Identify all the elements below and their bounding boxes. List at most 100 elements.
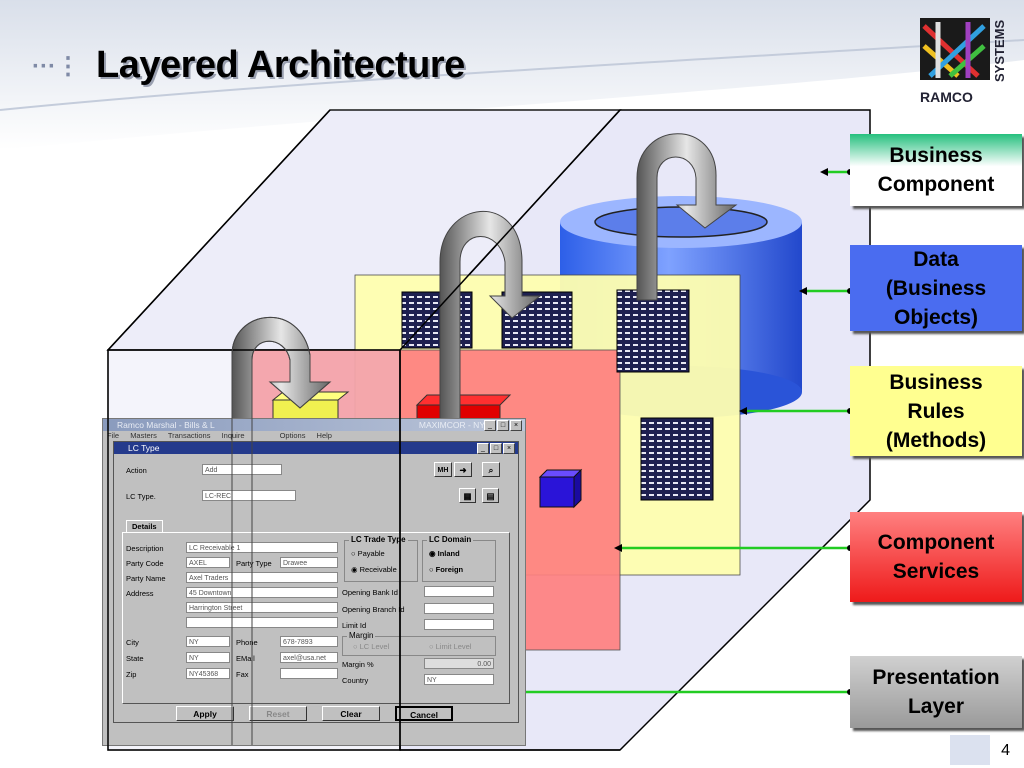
margin-title: Margin: [347, 631, 376, 640]
lc-domain-group: LC Domain ◉ Inland ○ Foreign: [422, 535, 496, 582]
margin-limit-level-label: Limit Level: [435, 642, 472, 651]
phone-label: Phone: [236, 638, 258, 647]
menu-transactions[interactable]: Transactions: [167, 431, 211, 440]
clear-button[interactable]: Clear: [322, 706, 380, 721]
logo-systems-text: SYSTEMS: [992, 20, 1007, 82]
margin-pct-field[interactable]: 0.00: [424, 658, 494, 669]
address-line3-field[interactable]: [186, 617, 338, 628]
label-data-line1: Data: [913, 247, 959, 271]
label-presentation-layer-line1: Presentation: [872, 666, 1000, 689]
dialog-minimize-icon[interactable]: _: [477, 443, 489, 454]
label-business-component: Business Component: [850, 134, 1022, 206]
label-presentation-layer: Presentation Layer: [850, 656, 1022, 728]
trade-type-title: LC Trade Type: [349, 535, 408, 544]
apply-button[interactable]: Apply: [176, 706, 234, 721]
label-data-business-objects: Data (Business Objects): [850, 245, 1022, 331]
trade-type-group: LC Trade Type ○ Payable ◉ Receivable: [344, 535, 418, 582]
label-business-component-line1: Business: [889, 144, 983, 167]
minimize-icon[interactable]: _: [484, 420, 496, 431]
go-icon[interactable]: ➜: [454, 462, 472, 477]
party-code-field[interactable]: AXEL: [186, 557, 230, 568]
tab-details[interactable]: Details: [126, 520, 163, 532]
domain-inland-label: Inland: [437, 549, 460, 558]
fax-label: Fax: [236, 670, 249, 679]
party-type-field[interactable]: Drawee: [280, 557, 338, 568]
lc-type-label: LC Type.: [126, 492, 156, 501]
grid-icon[interactable]: ▦: [459, 488, 476, 503]
label-business-rules-line1: Business: [889, 370, 983, 394]
label-component-services: Component Services: [850, 512, 1022, 602]
dialog-title: LC Type: [128, 443, 160, 453]
document-icon[interactable]: ▤: [482, 488, 499, 503]
menu-inquire[interactable]: Inquire: [221, 431, 245, 440]
dialog-maximize-icon[interactable]: □: [490, 443, 502, 454]
fax-field[interactable]: [280, 668, 338, 679]
label-presentation-layer-line2: Layer: [907, 695, 965, 718]
phone-field[interactable]: 678-7893: [280, 636, 338, 647]
lc-type-dialog: LC Type _ □ × Action Add MH ➜ ⌕ LC Type.…: [113, 441, 519, 723]
domain-inland-radio[interactable]: ◉ Inland: [429, 549, 460, 558]
app-window-screenshot: Ramco Marshal - Bills & L MAXIMCOR - NY …: [102, 418, 526, 746]
label-business-component-line2: Component: [877, 173, 995, 196]
zip-field[interactable]: NY45368: [186, 668, 230, 679]
title-bullet-icon: ···⋮: [32, 53, 80, 80]
limit-id-field[interactable]: [424, 619, 494, 630]
menu-options[interactable]: Options: [279, 431, 306, 440]
email-label: EMail: [236, 654, 255, 663]
country-label: Country: [342, 676, 369, 685]
menu-masters[interactable]: Masters: [130, 431, 157, 440]
margin-lc-level-label: LC Level: [359, 642, 390, 651]
ramco-systems-logo: RAMCO SYSTEMS: [920, 18, 1007, 105]
menu-bar: File Masters Transactions Inquire Option…: [103, 431, 525, 441]
domain-foreign-radio[interactable]: ○ Foreign: [429, 565, 464, 574]
party-type-label: Party Type: [236, 559, 272, 568]
margin-limit-level-radio[interactable]: ○ Limit Level: [429, 642, 472, 651]
label-business-rules: Business Rules (Methods): [850, 366, 1022, 456]
opening-branch-label: Opening Branch Id: [342, 605, 405, 614]
margin-lc-level-radio[interactable]: ○ LC Level: [353, 642, 390, 651]
mh-button[interactable]: MH: [434, 462, 452, 477]
party-name-field[interactable]: Axel Traders: [186, 572, 338, 583]
close-icon[interactable]: ×: [510, 420, 522, 431]
dialog-titlebar: LC Type _ □ ×: [114, 442, 518, 454]
action-field[interactable]: Add: [202, 464, 282, 475]
city-label: City: [126, 638, 139, 647]
main-window-title: Ramco Marshal - Bills & L: [117, 420, 215, 430]
state-label: State: [126, 654, 144, 663]
label-business-rules-line3: (Methods): [885, 428, 987, 452]
page-number: 4: [1001, 742, 1010, 759]
label-component-services-line2: Services: [892, 560, 980, 583]
main-window-titlebar: Ramco Marshal - Bills & L MAXIMCOR - NY …: [103, 419, 525, 431]
trade-type-payable-radio[interactable]: ○ Payable: [351, 549, 385, 558]
domain-foreign-label: Foreign: [435, 565, 464, 574]
logo-company-text: RAMCO: [920, 89, 973, 105]
maximize-icon[interactable]: □: [497, 420, 509, 431]
label-component-services-line1: Component: [877, 531, 995, 554]
city-field[interactable]: NY: [186, 636, 230, 647]
description-field[interactable]: LC Receivable 1: [186, 542, 338, 553]
address-line2-field[interactable]: Harrington Street: [186, 602, 338, 613]
menu-help[interactable]: Help: [316, 431, 332, 440]
state-field[interactable]: NY: [186, 652, 230, 663]
party-code-label: Party Code: [126, 559, 164, 568]
action-label: Action: [126, 466, 147, 475]
trade-type-receivable-radio[interactable]: ◉ Receivable: [351, 565, 397, 574]
opening-branch-field[interactable]: [424, 603, 494, 614]
zip-label: Zip: [126, 670, 137, 679]
cancel-button[interactable]: Cancel: [395, 706, 453, 721]
party-name-label: Party Name: [126, 574, 166, 583]
email-field[interactable]: axel@usa.net: [280, 652, 338, 663]
label-data-line2: (Business: [885, 276, 987, 300]
main-window-right-title: MAXIMCOR - NY: [418, 420, 485, 430]
label-data-line3: Objects): [893, 305, 979, 329]
lc-type-field[interactable]: LC-REC: [202, 490, 296, 501]
country-field[interactable]: NY: [424, 674, 494, 685]
menu-file[interactable]: File: [107, 431, 120, 440]
reset-button[interactable]: Reset: [249, 706, 307, 721]
opening-bank-field[interactable]: [424, 586, 494, 597]
search-icon[interactable]: ⌕: [482, 462, 500, 477]
margin-pct-label: Margin %: [342, 660, 374, 669]
margin-group: Margin ○ LC Level ○ Limit Level: [342, 631, 496, 656]
dialog-close-icon[interactable]: ×: [503, 443, 515, 454]
address-line1-field[interactable]: 45 Downtown: [186, 587, 338, 598]
